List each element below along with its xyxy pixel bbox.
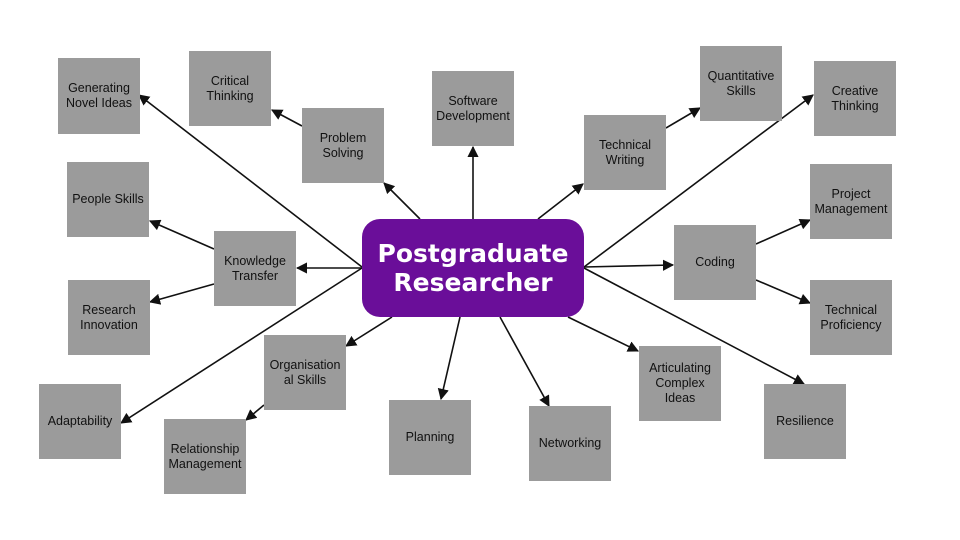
node-planning: Planning bbox=[389, 400, 471, 475]
arrow-to-people-skills bbox=[148, 219, 215, 250]
node-project-management: Project Management bbox=[810, 164, 892, 239]
node-technical-writing: Technical Writing bbox=[584, 115, 666, 190]
node-adaptability: Adaptability bbox=[39, 384, 121, 459]
arrow-to-technical-writing bbox=[537, 183, 584, 220]
arrow-to-problem-solving bbox=[383, 182, 421, 220]
node-people-skills: People Skills bbox=[67, 162, 149, 237]
arrow-to-planning bbox=[437, 316, 461, 401]
node-research-innovation: Research Innovation bbox=[68, 280, 150, 355]
arrow-to-quantitative-skills bbox=[665, 107, 701, 129]
arrow-to-adaptability bbox=[120, 267, 363, 424]
node-software-development: Software Development bbox=[432, 71, 514, 146]
arrow-to-networking bbox=[499, 316, 550, 407]
node-networking: Networking bbox=[529, 406, 611, 481]
arrow-to-generating-novel-ideas bbox=[138, 94, 363, 268]
node-knowledge-transfer: Knowledge Transfer bbox=[214, 231, 296, 306]
node-quantitative-skills: Quantitative Skills bbox=[700, 46, 782, 121]
node-problem-solving: Problem Solving bbox=[302, 108, 384, 183]
arrow-to-research-innovation bbox=[148, 283, 215, 305]
node-organisational-skills: Organisation al Skills bbox=[264, 335, 346, 410]
node-coding: Coding bbox=[674, 225, 756, 300]
node-resilience: Resilience bbox=[764, 384, 846, 459]
arrow-to-project-management bbox=[755, 218, 812, 245]
arrow-to-organisational-skills bbox=[345, 316, 393, 347]
arrow-to-articulating-complex-ideas bbox=[567, 316, 640, 352]
node-creative-thinking: Creative Thinking bbox=[814, 61, 896, 136]
node-technical-proficiency: Technical Proficiency bbox=[810, 280, 892, 355]
center-node-postgraduate-researcher: Postgraduate Researcher bbox=[362, 219, 584, 317]
arrow-to-resilience bbox=[583, 267, 805, 385]
arrow-to-critical-thinking bbox=[271, 109, 303, 127]
arrow-to-relationship-management bbox=[245, 404, 265, 421]
node-relationship-management: Relationship Management bbox=[164, 419, 246, 494]
arrow-to-technical-proficiency bbox=[755, 279, 812, 305]
node-articulating-complex-ideas: Articulating Complex Ideas bbox=[639, 346, 721, 421]
arrow-to-creative-thinking bbox=[583, 94, 814, 268]
node-critical-thinking: Critical Thinking bbox=[189, 51, 271, 126]
node-generating-novel-ideas: Generating Novel Ideas bbox=[58, 58, 140, 134]
arrow-to-coding bbox=[583, 259, 675, 271]
